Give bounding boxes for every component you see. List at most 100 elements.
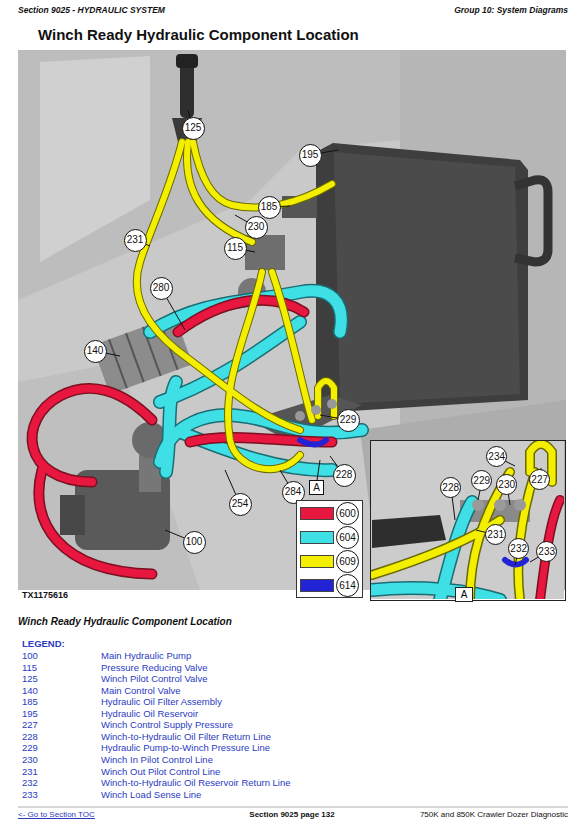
key-row: 600 [299, 502, 361, 525]
figure-caption: Winch Ready Hydraulic Component Location [18, 616, 232, 627]
key-callout: 604 [336, 526, 359, 549]
callout-number: 254 [229, 493, 252, 516]
hydraulic-reservoir-part [515, 180, 548, 262]
document-name: 750K and 850K Crawler Dozer Diagnostic [420, 811, 568, 820]
callout-text: 100 [186, 537, 203, 547]
hydraulic-hoses-part-part [32, 388, 152, 482]
legend-number: 100 [22, 651, 38, 661]
inset-detail-part-part-part [518, 472, 535, 599]
callout-number: 229 [471, 470, 492, 491]
key-row: 609 [299, 550, 361, 573]
hydraulic-reservoir-part [316, 143, 528, 412]
hydraulic-hoses-part [300, 440, 326, 445]
hydraulic-hoses-part [32, 300, 332, 574]
hydraulic-hoses-part [32, 300, 332, 574]
callout-text: 195 [302, 150, 319, 160]
inset-detail-part-part-part [372, 520, 500, 575]
inset-detail-part-part [372, 444, 552, 599]
hydraulic-hoses-part-part [166, 382, 176, 472]
legend-description: Main Control Valve [101, 686, 181, 696]
callout-text: 229 [340, 415, 357, 425]
pilot-control-joystick-part [180, 62, 194, 118]
legend-number: 228 [22, 732, 38, 742]
view-letter: A [313, 483, 320, 493]
inset-detail-part-part-part [518, 472, 535, 599]
callout-text: 185 [261, 202, 278, 212]
machine-background-part [40, 56, 150, 262]
section-header: Section 9025 - HYDRAULIC SYSTEM [18, 6, 165, 15]
key-number: 604 [339, 533, 356, 543]
callout-text: 125 [185, 123, 202, 133]
color-swatch [300, 507, 334, 520]
callout-text: 234 [488, 452, 505, 462]
callout-text: 280 [153, 283, 170, 293]
legend-description: Winch Control Supply Pressure [101, 720, 233, 730]
inset-detail-part-part [372, 444, 552, 599]
hydraulic-hoses-part-part [272, 272, 312, 420]
callout-text: 254 [232, 499, 249, 509]
hydraulic-hoses-part [295, 411, 305, 421]
callout-number: 125 [182, 117, 205, 140]
figure-id: TX1175616 [22, 591, 68, 601]
machine-background-part [18, 362, 200, 590]
legend-description: Winch-to-Hydraulic Oil Reservoir Return … [101, 778, 291, 788]
page-title: Winch Ready Hydraulic Component Location [38, 27, 359, 44]
hydraulic-reservoir [316, 143, 548, 412]
legend-number: 115 [22, 663, 37, 673]
callout-number: 100 [183, 531, 206, 554]
callout-number: 234 [486, 446, 507, 467]
inset-detail-part-part-part [372, 588, 500, 599]
hydraulic-reservoir-part [334, 152, 520, 404]
legend-description: Winch Load Sense Line [101, 790, 201, 800]
callout-number: 195 [299, 144, 322, 167]
hydraulic-hoses-part [137, 142, 334, 469]
footer-rule [18, 807, 568, 808]
callout-number: 227 [529, 469, 550, 490]
hydraulic-hoses-part-part [32, 388, 152, 482]
legend-description: Hydraulic Pump-to-Winch Pressure Line [101, 743, 270, 753]
legend-number: 227 [22, 720, 38, 730]
callout-number: 232 [508, 538, 529, 559]
hydraulic-hoses-part-part [228, 272, 300, 469]
pump-and-valves-part [60, 495, 85, 535]
hydraulic-hoses-part-part [39, 470, 152, 574]
callout-text: 230 [248, 222, 265, 232]
hydraulic-hoses-part [311, 405, 321, 415]
hydraulic-hoses-part [150, 291, 362, 472]
inset-detail-part [472, 499, 484, 511]
callout-number: 228 [333, 464, 356, 487]
inset-detail-part [514, 499, 526, 511]
key-number: 600 [339, 509, 356, 519]
legend-number: 232 [22, 778, 38, 788]
machine-background-part [18, 50, 566, 590]
callout-number: 228 [440, 477, 461, 498]
callout-number: 231 [124, 229, 147, 252]
legend-description: Main Hydraulic Pump [101, 651, 191, 661]
callout-text: 115 [227, 243, 243, 253]
page-number: Section 9025 page 132 [249, 811, 334, 820]
callout-text: 231 [127, 235, 144, 245]
legend-number: 233 [22, 790, 38, 800]
pilot-control-joystick [172, 54, 202, 142]
hydraulic-hoses-part [150, 291, 362, 472]
legend-description: Hydraulic Oil Filter Assembly [101, 697, 222, 707]
hydraulic-hoses-part [327, 399, 337, 409]
pilot-control-joystick-part [176, 54, 198, 68]
callout-number: 230 [496, 474, 517, 495]
legend-number: 185 [22, 697, 38, 707]
hydraulic-hoses-part-part [160, 415, 362, 462]
callout-number: 230 [245, 216, 268, 239]
pump-and-valves-part-part [109, 339, 127, 388]
legend-description: Winch In Pilot Control Line [101, 755, 213, 765]
hydraulic-hoses-part-part [166, 382, 176, 472]
callout-text: 230 [498, 480, 515, 490]
callout-text: 232 [510, 544, 527, 554]
inset-detail-part [372, 444, 560, 599]
detail-inset: A234229230227228231232233 [370, 440, 566, 601]
inset-detail-part [372, 515, 446, 548]
pump-and-valves-part-part [126, 333, 144, 382]
key-number: 609 [339, 557, 356, 567]
legend-number: 125 [22, 674, 38, 684]
